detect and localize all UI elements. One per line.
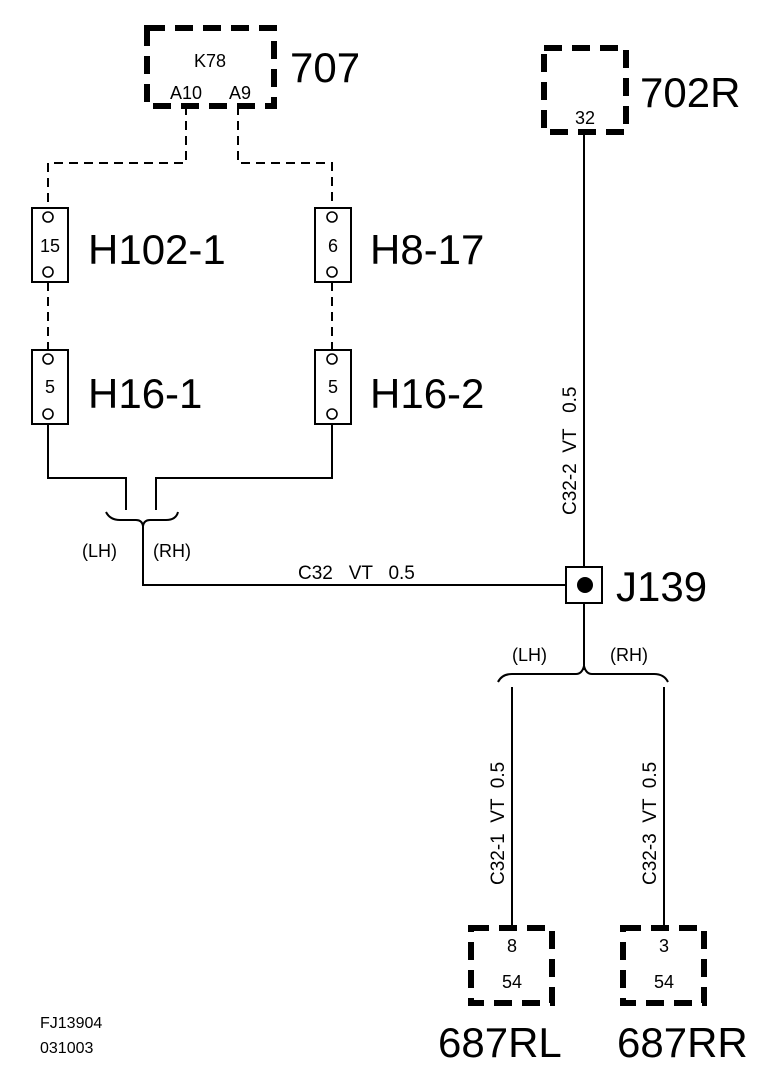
wires-707-to-inline-connectors bbox=[47, 106, 333, 207]
module-702r-pin: 32 bbox=[575, 108, 595, 128]
connector-h8-17-pin: 6 bbox=[328, 236, 338, 256]
connector-h16-2-pin: 5 bbox=[328, 377, 338, 397]
splice-j139-label: J139 bbox=[616, 563, 707, 610]
connector-h16-1-label: H16-1 bbox=[88, 370, 202, 417]
module-707: K78 A10 A9 707 bbox=[144, 25, 360, 109]
lower-variant-lh: (LH) bbox=[512, 645, 547, 665]
connector-h102-1-pin: 15 bbox=[40, 236, 60, 256]
connector-h102-1-hole-bottom bbox=[42, 266, 54, 278]
connector-h16-2: 5 H16-2 bbox=[314, 349, 484, 425]
wire-a9-to-h8-17 bbox=[237, 106, 333, 207]
connector-h16-1-hole-bottom bbox=[42, 408, 54, 420]
connector-h102-1-hole-top bbox=[42, 211, 54, 223]
lamp-687rr: 3 54 687RR bbox=[617, 925, 748, 1066]
connector-h16-2-label: H16-2 bbox=[370, 370, 484, 417]
wire-a10-to-h102-1 bbox=[47, 106, 187, 207]
connector-h102-1: 15 H102-1 bbox=[31, 207, 226, 283]
wire-c32 bbox=[142, 526, 565, 586]
connector-h8-17: 6 H8-17 bbox=[314, 207, 484, 283]
lamp-687rl-box bbox=[468, 925, 555, 1006]
upper-variant-brace bbox=[105, 511, 179, 527]
module-707-box bbox=[144, 25, 277, 109]
wire-c32-2-label: C32-2 VT 0.5 bbox=[560, 387, 581, 516]
wires-h16-to-variant: (LH) (RH) C32 VT 0.5 bbox=[47, 424, 565, 586]
module-707-pin-a9: A9 bbox=[229, 83, 251, 103]
lamp-687rr-pin-bottom: 54 bbox=[654, 972, 674, 992]
date-code: 031003 bbox=[40, 1040, 93, 1057]
wire-h16-1-lh bbox=[47, 424, 127, 510]
lamp-687rl-label: 687RL bbox=[438, 1019, 562, 1066]
figure-id: FJ13904 bbox=[40, 1015, 102, 1032]
module-707-name: K78 bbox=[194, 51, 226, 71]
wire-h16-2-rh bbox=[155, 424, 333, 510]
lamp-687rl-pin-top: 8 bbox=[507, 936, 517, 956]
connector-h102-1-label: H102-1 bbox=[88, 226, 226, 273]
wire-c32-3-label: C32-3 VT 0.5 bbox=[640, 762, 661, 885]
module-707-pin-a10: A10 bbox=[170, 83, 202, 103]
lamp-687rr-box bbox=[620, 925, 707, 1006]
wire-c32-1-label: C32-1 VT 0.5 bbox=[488, 762, 509, 885]
connector-h16-1-hole-top bbox=[42, 353, 54, 365]
connector-h8-17-hole-top bbox=[326, 211, 338, 223]
connector-h16-2-hole-bottom bbox=[326, 408, 338, 420]
lamp-687rl-pin-bottom: 54 bbox=[502, 972, 522, 992]
splice-j139-dot bbox=[577, 577, 593, 593]
module-702r: 32 702R bbox=[541, 45, 740, 135]
splice-j139: J139 bbox=[565, 563, 707, 610]
wire-c32-label: C32 VT 0.5 bbox=[298, 563, 415, 584]
lamp-687rl: 8 54 687RL bbox=[438, 925, 562, 1066]
module-702r-label: 702R bbox=[640, 69, 740, 116]
upper-variant-rh: (RH) bbox=[153, 541, 191, 561]
connector-h16-1: 5 H16-1 bbox=[31, 349, 202, 425]
connector-h8-17-hole-bottom bbox=[326, 266, 338, 278]
lower-variant-brace bbox=[497, 665, 669, 683]
lamp-687rr-label: 687RR bbox=[617, 1019, 748, 1066]
connector-h16-1-pin: 5 bbox=[45, 377, 55, 397]
lamp-687rr-pin-top: 3 bbox=[659, 936, 669, 956]
connector-h16-2-hole-top bbox=[326, 353, 338, 365]
upper-variant-lh: (LH) bbox=[82, 541, 117, 561]
module-707-label: 707 bbox=[290, 44, 360, 91]
lower-variant-rh: (RH) bbox=[610, 645, 648, 665]
connector-h8-17-label: H8-17 bbox=[370, 226, 484, 273]
